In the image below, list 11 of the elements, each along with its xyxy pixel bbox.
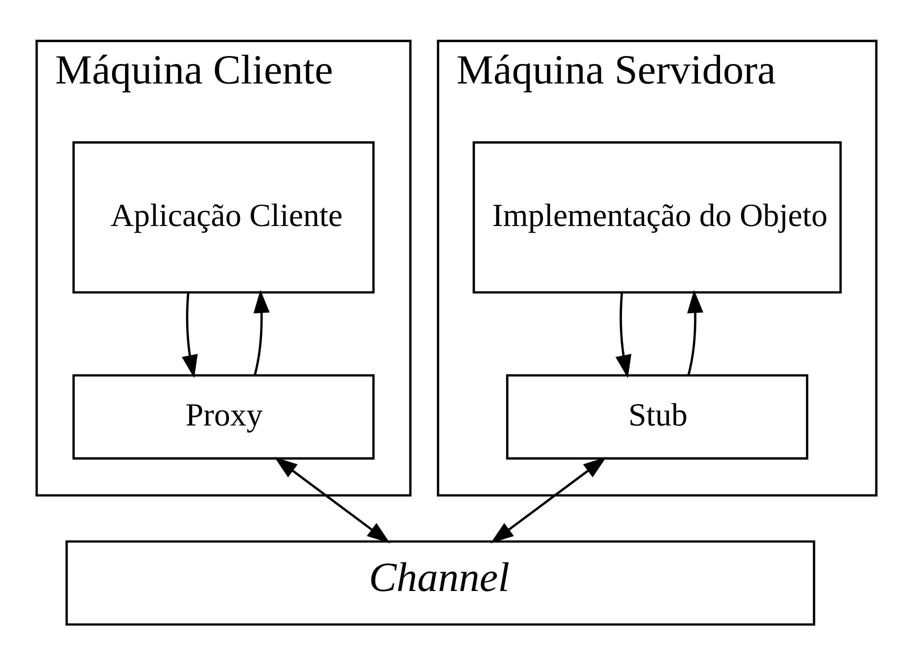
node-box: Aplicação Cliente xyxy=(72,140,374,294)
arrow xyxy=(615,292,631,378)
node-box: Channel xyxy=(65,540,815,626)
arrow xyxy=(490,456,606,543)
arrow xyxy=(686,289,703,374)
node-box: Stub xyxy=(506,374,808,460)
node-box: Implementação do Objeto xyxy=(472,140,842,294)
arrow xyxy=(274,456,390,543)
node-box: Proxy xyxy=(72,374,374,460)
arrow xyxy=(253,289,270,374)
arrow xyxy=(181,292,198,378)
